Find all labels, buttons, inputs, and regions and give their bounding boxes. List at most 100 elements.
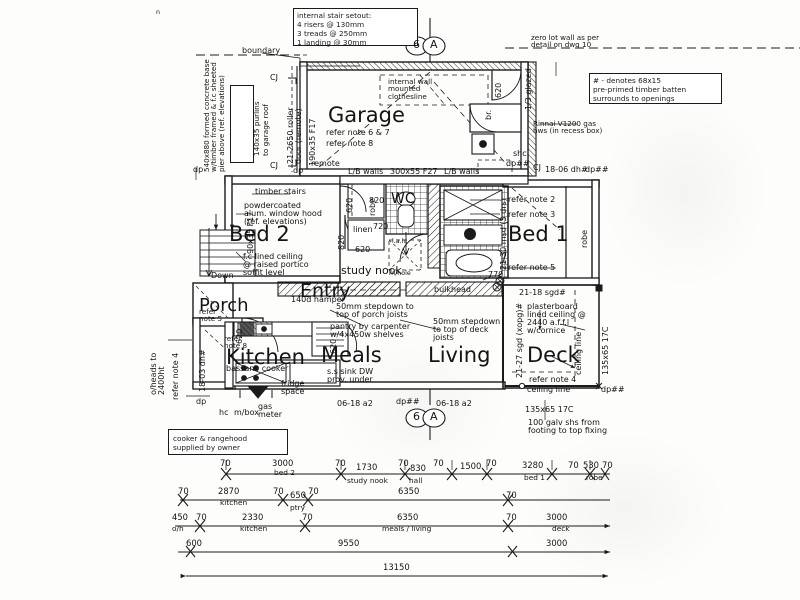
- dim-r2-s2: 70: [273, 486, 284, 496]
- dim-r2-s3: 650: [290, 490, 306, 500]
- door-620-hall: 620: [345, 197, 354, 213]
- opening-dp-hash-d: dp##: [601, 385, 625, 394]
- opening-18-03-dh: 18-03 dh#: [198, 349, 207, 392]
- opening-glazed: 1/3 glazed: [524, 68, 533, 110]
- dim-r4-s2: 3000: [546, 538, 568, 548]
- opening-21-30-msd: 21-30 msd (3 drs): [499, 198, 508, 270]
- room-label-study-nook: study nook: [341, 264, 402, 277]
- door-620-linen: 620: [355, 245, 371, 254]
- opening-dp-hash-c: dp##: [396, 397, 420, 406]
- room-label-deck: Deck: [527, 343, 580, 367]
- opening-18-06-dh: 18-06 dh#: [545, 165, 588, 174]
- dim-r1-s5-sub: hall: [409, 476, 423, 485]
- annotation-hamper: 140d hamper: [291, 295, 345, 304]
- annotation-fridge-space: fridge space: [281, 379, 305, 397]
- sheet-mark: n: [156, 9, 160, 16]
- dim-r1-s11: 530: [583, 460, 599, 470]
- annotation-rinnai-hws: Rinnai V1200 gas hws (in recess box): [533, 119, 603, 136]
- annotation-garage-note-6-7: refer note 6 & 7: [326, 128, 390, 137]
- grid-ref-top-right: A: [430, 38, 438, 51]
- dim-r1-s11-sub: robe: [586, 473, 603, 482]
- annotation-bassano-cooker: bassano cooker: [226, 364, 289, 373]
- annotation-refer-note-4-deck: refer note 4: [529, 375, 577, 384]
- dim-r3-s1: 70: [196, 512, 207, 522]
- opening-lb-walls-left: L/B walls: [348, 167, 384, 176]
- dim-r2-s3-sub: ptry: [290, 503, 306, 512]
- room-label-manhole: m/hole: [389, 270, 411, 277]
- annotation-ceiling-line-vertical: ceiling line: [574, 331, 583, 375]
- callout-stair-setout-text: internal stair setout: 4 risers @ 130mm …: [297, 11, 372, 48]
- opening-300x55-f27: 300x55 F27: [390, 167, 438, 176]
- dim-r1-s7: 1500: [460, 461, 482, 471]
- room-label-linen: linen: [353, 225, 373, 234]
- opening-06-18-a2-right: 06-18 a2: [436, 399, 472, 408]
- dim-r3-s3: 70: [302, 512, 313, 522]
- dim-r1-s12: 70: [602, 460, 613, 470]
- door-620-porch: 620: [235, 328, 244, 344]
- annotation-bed1-note-2: refer note 2: [508, 195, 556, 204]
- door-820-bed2: 820: [337, 234, 346, 250]
- dim-r1-s9: 3280: [522, 460, 544, 470]
- annotation-mbox: m/box: [234, 408, 259, 417]
- annotation-bed1-note-3: refer note 3: [508, 210, 556, 219]
- callout-cooker-owner-text: cooker & rangehood supplied by owner: [173, 434, 248, 453]
- door-820-wc: 820: [369, 196, 385, 205]
- opening-dp-porch: dp: [196, 397, 207, 406]
- opening-cj-top: CJ: [270, 73, 278, 82]
- door-770-bed1: 770: [488, 270, 504, 279]
- callout-timber-batten-text: # - denotes 68x15 pre-primed timber batt…: [593, 76, 687, 104]
- dim-r3-s0: 450: [172, 512, 188, 522]
- annotation-zero-lot-wall: zero lot wall as per detail on dwg 10: [531, 33, 600, 50]
- dim-r1-s10: 70: [568, 460, 579, 470]
- callout-cooker-owner: [168, 429, 288, 455]
- opening-cj-bottom: CJ: [270, 161, 278, 170]
- grid-ref-top-left: 6: [413, 38, 420, 51]
- dim-r2-s4: 70: [308, 486, 319, 496]
- annotation-down: Down: [211, 271, 234, 280]
- annotation-gas-meter: gas meter: [258, 402, 283, 420]
- opening-roller-door: 21-2650 roller door (remote): [286, 107, 304, 164]
- dim-r1-s2: 70: [335, 458, 346, 468]
- dim-r3-s2: 2330: [242, 512, 264, 522]
- opening-cj-right: CJ: [533, 163, 541, 172]
- dim-r2-s6: 70: [506, 490, 517, 500]
- room-label-bed1: Bed 1: [508, 222, 569, 246]
- annotation-pantry: pantry by carpenter w/4x450w shelves: [330, 322, 411, 340]
- dim-r1-s1-sub: bed 2: [274, 468, 295, 477]
- dim-r2-s1-sub: kitchen: [220, 498, 248, 507]
- room-label-meals: Meals: [321, 343, 382, 367]
- grid-ref-bottom-left: 6: [413, 410, 420, 423]
- room-label-wc: WC: [391, 191, 415, 207]
- annotation-window-hood: powdercoated alum. window hood (ref. ele…: [244, 201, 322, 227]
- dim-r1-s4: 70: [398, 458, 409, 468]
- opening-dp-hash-b: dp##: [585, 165, 609, 174]
- dim-r3-s4: 6350: [397, 512, 419, 522]
- room-label-robe-bed1: robe: [580, 229, 589, 248]
- annotation-stepdown-porch: 50mm stepdown to top of porch joists: [336, 302, 414, 320]
- room-label-porch: Porch: [199, 295, 249, 316]
- door-720-bath: 720: [373, 222, 389, 231]
- annotation-refer-note-5-porch: refer note 5: [199, 307, 223, 324]
- dim-r1-s8: 70: [486, 458, 497, 468]
- room-label-lah: l.a.h.: [392, 238, 408, 245]
- annotation-overheads: o/heads to 2400ht: [149, 352, 167, 395]
- dim-r3-s4-sub: meals / living: [382, 524, 432, 533]
- dim-r3-s6: 3000: [546, 512, 568, 522]
- dim-r2-s1: 2870: [218, 486, 240, 496]
- dim-r4-s1: 9550: [338, 538, 360, 548]
- callout-purlins: [230, 85, 254, 163]
- room-label-garage: Garage: [328, 103, 405, 127]
- dim-r1-s1: 3000: [272, 458, 294, 468]
- annotation-hc: hc: [219, 408, 229, 417]
- annotation-timber-stairs: timber stairs: [255, 187, 306, 196]
- annotation-boundary: boundary: [242, 46, 281, 55]
- dim-r1-s3-sub: study nook: [347, 476, 388, 485]
- dim-r1-s0: 70: [220, 458, 231, 468]
- door-620-laundry: 620: [494, 82, 503, 98]
- annotation-bed1-note-5: refer note 5: [508, 263, 556, 272]
- callout-timber-batten: [589, 73, 722, 104]
- dim-r4-s0: 600: [186, 538, 202, 548]
- opening-lb-walls-right: L/B walls: [444, 167, 480, 176]
- opening-remote: remote: [311, 159, 340, 168]
- door-620-pantry: 620: [329, 338, 338, 354]
